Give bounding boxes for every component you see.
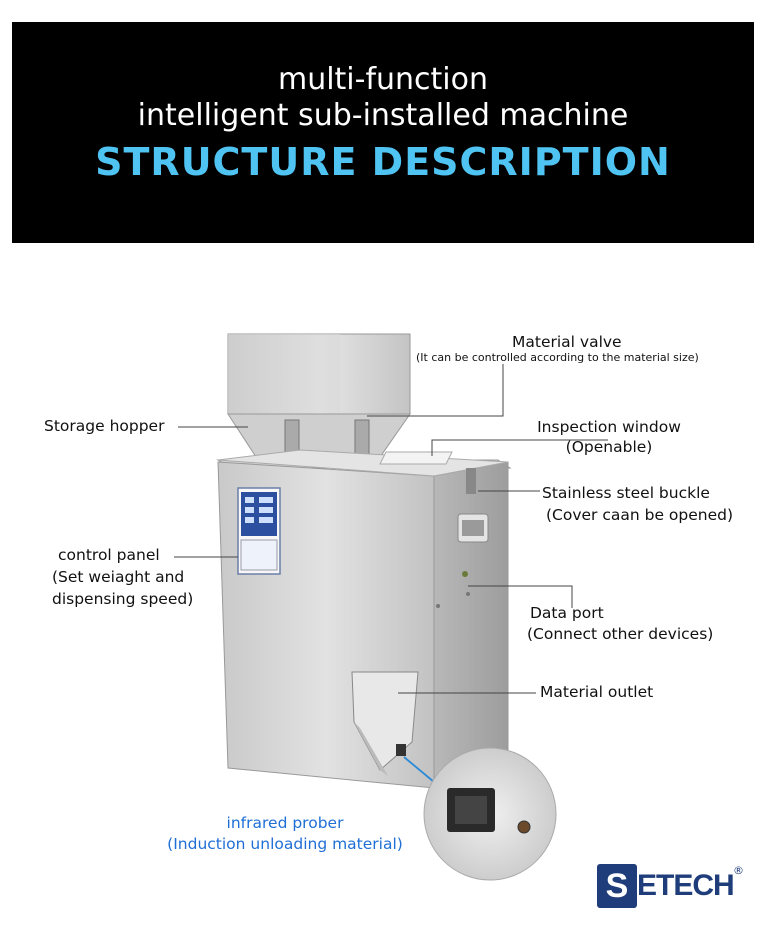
label-buckle: Stainless steel buckle bbox=[542, 484, 710, 502]
brand-registered-mark: ® bbox=[733, 864, 744, 877]
header-line-2: intelligent sub-installed machine bbox=[137, 98, 629, 133]
note-control-panel-2: dispensing speed) bbox=[52, 590, 194, 608]
note-inspection-window: (Openable) bbox=[565, 438, 653, 456]
label-material-outlet: Material outlet bbox=[540, 683, 654, 701]
label-data-port: Data port bbox=[530, 604, 604, 622]
brand-initial-box: S bbox=[597, 864, 637, 908]
note-buckle: (Cover caan be opened) bbox=[546, 506, 734, 524]
header-title: STRUCTURE DESCRIPTION bbox=[95, 140, 671, 184]
note-infrared-prober: (Induction unloading material) bbox=[167, 835, 403, 853]
label-control-panel: control panel bbox=[58, 546, 160, 564]
machine-side bbox=[433, 461, 509, 789]
label-inspection-window: Inspection window bbox=[537, 418, 681, 436]
brand-name: ETECH bbox=[637, 869, 735, 902]
header-banner: multi-function intelligent sub-installed… bbox=[12, 22, 754, 243]
label-infrared-prober: infrared prober bbox=[226, 814, 344, 832]
header-line-1: multi-function bbox=[277, 62, 489, 97]
brand-logo: S ETECH ® bbox=[597, 862, 747, 912]
note-data-port: (Connect other devices) bbox=[527, 625, 714, 643]
note-material-valve: (It can be controlled according to the m… bbox=[416, 351, 699, 364]
label-material-valve: Material valve bbox=[512, 333, 622, 351]
label-storage-hopper: Storage hopper bbox=[44, 417, 165, 435]
note-control-panel-1: (Set weiaght and bbox=[52, 568, 185, 586]
